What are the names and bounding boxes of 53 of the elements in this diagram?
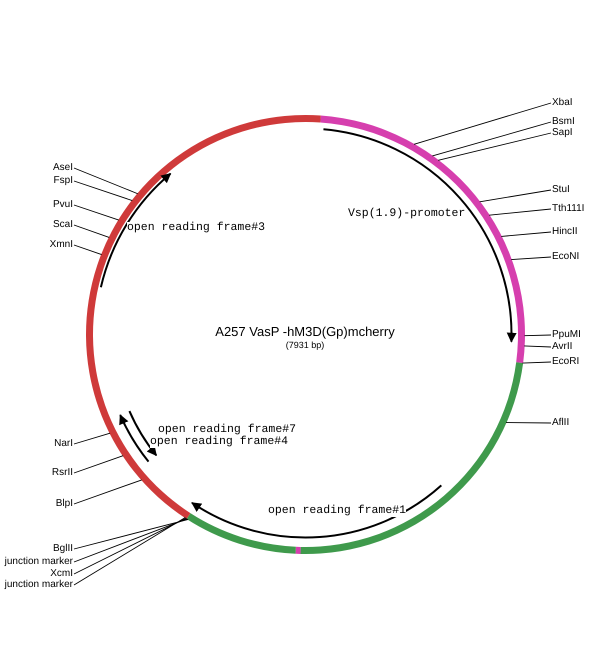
site-label: PpuMI <box>552 329 581 341</box>
leader-line <box>522 362 552 364</box>
leader-line <box>74 479 142 504</box>
feature-label: open reading frame#4 <box>150 436 288 448</box>
leader-line <box>506 422 552 424</box>
site-label: junction marker <box>4 556 73 568</box>
site-label: EcoNI <box>552 251 580 263</box>
site-label: HincII <box>552 226 578 238</box>
site-label: AvrII <box>552 341 572 353</box>
leader-line <box>74 168 138 194</box>
site-label: RsrII <box>52 467 73 479</box>
site-label: BlpI <box>56 498 73 510</box>
leader-line <box>74 180 133 202</box>
site-label: ScaI <box>52 219 73 231</box>
site-label: XmnI <box>50 239 73 251</box>
leader-line <box>524 346 552 348</box>
leader-line <box>74 204 120 221</box>
plasmid-title: A257 VasP -hM3D(Gp)mcherry <box>214 324 396 339</box>
leader-line <box>74 517 186 586</box>
leader-line <box>74 518 189 550</box>
leader-line <box>438 132 552 161</box>
leader-line <box>414 102 552 145</box>
leader-line <box>74 244 102 256</box>
leader-line <box>510 256 552 260</box>
leader-line <box>479 190 552 202</box>
site-label: BglII <box>52 543 73 555</box>
site-label: StuI <box>552 184 570 196</box>
site-label: EcoRI <box>552 356 580 368</box>
site-label: FspI <box>54 175 73 187</box>
site-label: XcmI <box>50 568 73 580</box>
site-label: PvuI <box>52 199 73 211</box>
leader-line <box>488 208 552 216</box>
feature-label: open reading frame#3 <box>127 222 266 234</box>
site-label: NarI <box>54 438 73 450</box>
leader-line <box>74 224 110 238</box>
leader-line <box>74 518 187 574</box>
feature-label: Vsp(1.9)-promoter <box>348 208 466 220</box>
leader-line <box>500 232 552 237</box>
site-label: Tth111I <box>552 203 584 215</box>
site-label: XbaI <box>552 97 573 109</box>
site-label: AseI <box>52 162 73 174</box>
leader-line <box>74 518 188 562</box>
leader-line <box>524 334 552 336</box>
leader-line <box>74 455 124 474</box>
leader-line <box>432 122 552 156</box>
plasmid-size: (7931 bp) <box>284 340 326 350</box>
site-label: BsmI <box>552 116 575 128</box>
feature-label: open reading frame#1 <box>268 505 406 517</box>
feature-label: open reading frame#7 <box>158 424 296 436</box>
site-label: AflII <box>552 417 570 429</box>
site-label: junction marker <box>4 579 73 591</box>
leader-line <box>74 432 110 444</box>
site-label: SapI <box>552 127 573 139</box>
